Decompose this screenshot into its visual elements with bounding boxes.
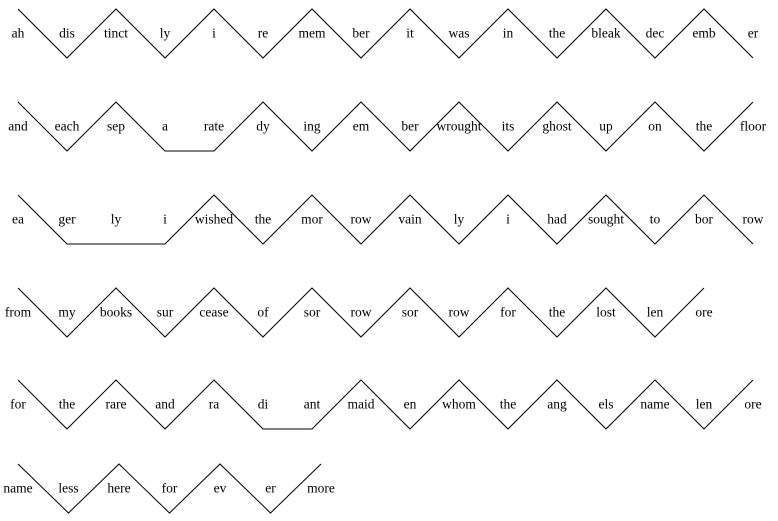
syllable-label: it: [406, 26, 414, 41]
verse-line-1: ah dis tinct ly i re mem ber it was in the bleak dec e…: [12, 8, 759, 59]
syllable-label: ber: [401, 119, 419, 134]
verse-line-2: and each sep a rate dy ing em ber wrought its ghost…: [8, 101, 767, 152]
syllable-label: ant: [304, 397, 321, 412]
syllable-label: the: [500, 397, 517, 412]
syllable-label: on: [648, 119, 662, 134]
syllable-label: books: [100, 305, 132, 320]
syllable-label: whom: [442, 397, 476, 412]
syllable-label: sought: [588, 212, 624, 227]
syllable-label: ger: [58, 212, 76, 227]
syllable-label: ea: [12, 212, 24, 227]
syllable-label: my: [58, 305, 76, 320]
syllable-label: sor: [304, 305, 321, 320]
stress-contour-line: [17, 379, 754, 430]
syllable-label: dis: [59, 26, 75, 41]
syllable-label: en: [404, 397, 417, 412]
syllable-label: and: [155, 397, 175, 412]
syllable-label: a: [162, 119, 168, 134]
syllable-label: here: [107, 481, 130, 496]
syllable-label: di: [258, 397, 269, 412]
syllable-label: emb: [692, 26, 715, 41]
syllable-label: ly: [454, 212, 465, 227]
syllable-label: the: [549, 26, 566, 41]
stress-contour-line: [17, 463, 322, 514]
stress-contour-line: [17, 8, 754, 59]
syllable-label: ore: [695, 305, 712, 320]
syllable-label: bor: [695, 212, 714, 227]
verse-line-3: ea ger ly i wished the mor row vain ly i had sought t…: [12, 194, 764, 245]
syllable-label: name: [640, 397, 669, 412]
syllable-label: wished: [195, 212, 233, 227]
syllable-label: the: [59, 397, 76, 412]
syllable-label: the: [255, 212, 272, 227]
syllable-label: name: [3, 481, 32, 496]
syllable-label: sur: [157, 305, 174, 320]
syllable-label: floor: [740, 119, 767, 134]
syllable-label: was: [449, 26, 470, 41]
syllable-label: mor: [301, 212, 323, 227]
syllable-label: i: [506, 212, 510, 227]
syllable-label: sor: [402, 305, 419, 320]
syllable-label: dec: [646, 26, 665, 41]
syllable-label: to: [650, 212, 661, 227]
syllable-label: had: [547, 212, 567, 227]
verse-line-4: from my books sur cease of sor row sor row for the l…: [5, 287, 713, 338]
syllable-label: tinct: [104, 26, 128, 41]
verse-line-6: name less here for ev er more: [3, 463, 335, 514]
syllable-label: for: [10, 397, 26, 412]
syllable-label: ber: [352, 26, 370, 41]
stress-contour-line: [17, 101, 754, 152]
syllable-label: row: [351, 212, 372, 227]
syllable-label: rare: [106, 397, 127, 412]
syllable-label: len: [647, 305, 664, 320]
syllable-label: sep: [107, 119, 125, 134]
syllable-label: its: [502, 119, 515, 134]
syllable-label: of: [257, 305, 269, 320]
syllable-label: cease: [199, 305, 228, 320]
syllable-label: row: [743, 212, 764, 227]
syllable-label: rate: [204, 119, 224, 134]
syllable-label: i: [212, 26, 216, 41]
syllable-label: em: [353, 119, 370, 134]
syllable-label: ghost: [542, 119, 572, 134]
syllable-label: the: [549, 305, 566, 320]
syllable-label: from: [5, 305, 32, 320]
syllable-label: dy: [256, 119, 270, 134]
syllable-label: mem: [299, 26, 326, 41]
syllable-label: ly: [111, 212, 122, 227]
stress-contour-line: [17, 287, 705, 338]
syllable-label: vain: [398, 212, 421, 227]
syllable-label: wrought: [437, 119, 482, 134]
syllable-label: for: [500, 305, 516, 320]
syllable-label: maid: [348, 397, 375, 412]
syllable-label: re: [258, 26, 269, 41]
syllable-label: more: [307, 481, 335, 496]
syllable-label: i: [163, 212, 167, 227]
verse-line-5: for the rare and ra di ant maid en whom the ang els n…: [10, 379, 762, 430]
syllable-label: row: [449, 305, 470, 320]
syllable-label: els: [599, 397, 614, 412]
syllable-label: lost: [596, 305, 616, 320]
syllable-label: for: [162, 481, 178, 496]
syllable-label: ing: [303, 119, 321, 134]
syllable-label: in: [503, 26, 514, 41]
syllable-label: row: [351, 305, 372, 320]
syllable-label: the: [696, 119, 713, 134]
syllable-label: ah: [12, 26, 25, 41]
syllable-label: len: [696, 397, 713, 412]
syllable-label: er: [748, 26, 759, 41]
syllable-label: up: [599, 119, 613, 134]
stress-contour-line: [17, 194, 754, 245]
syllable-label: er: [265, 481, 276, 496]
syllable-label: ra: [209, 397, 220, 412]
syllable-label: ev: [214, 481, 227, 496]
syllable-label: ang: [547, 397, 567, 412]
syllable-label: ore: [744, 397, 761, 412]
syllable-label: each: [55, 119, 80, 134]
syllable-label: less: [58, 481, 78, 496]
syllable-label: bleak: [591, 26, 620, 41]
syllable-label: ly: [160, 26, 171, 41]
syllable-label: and: [8, 119, 28, 134]
